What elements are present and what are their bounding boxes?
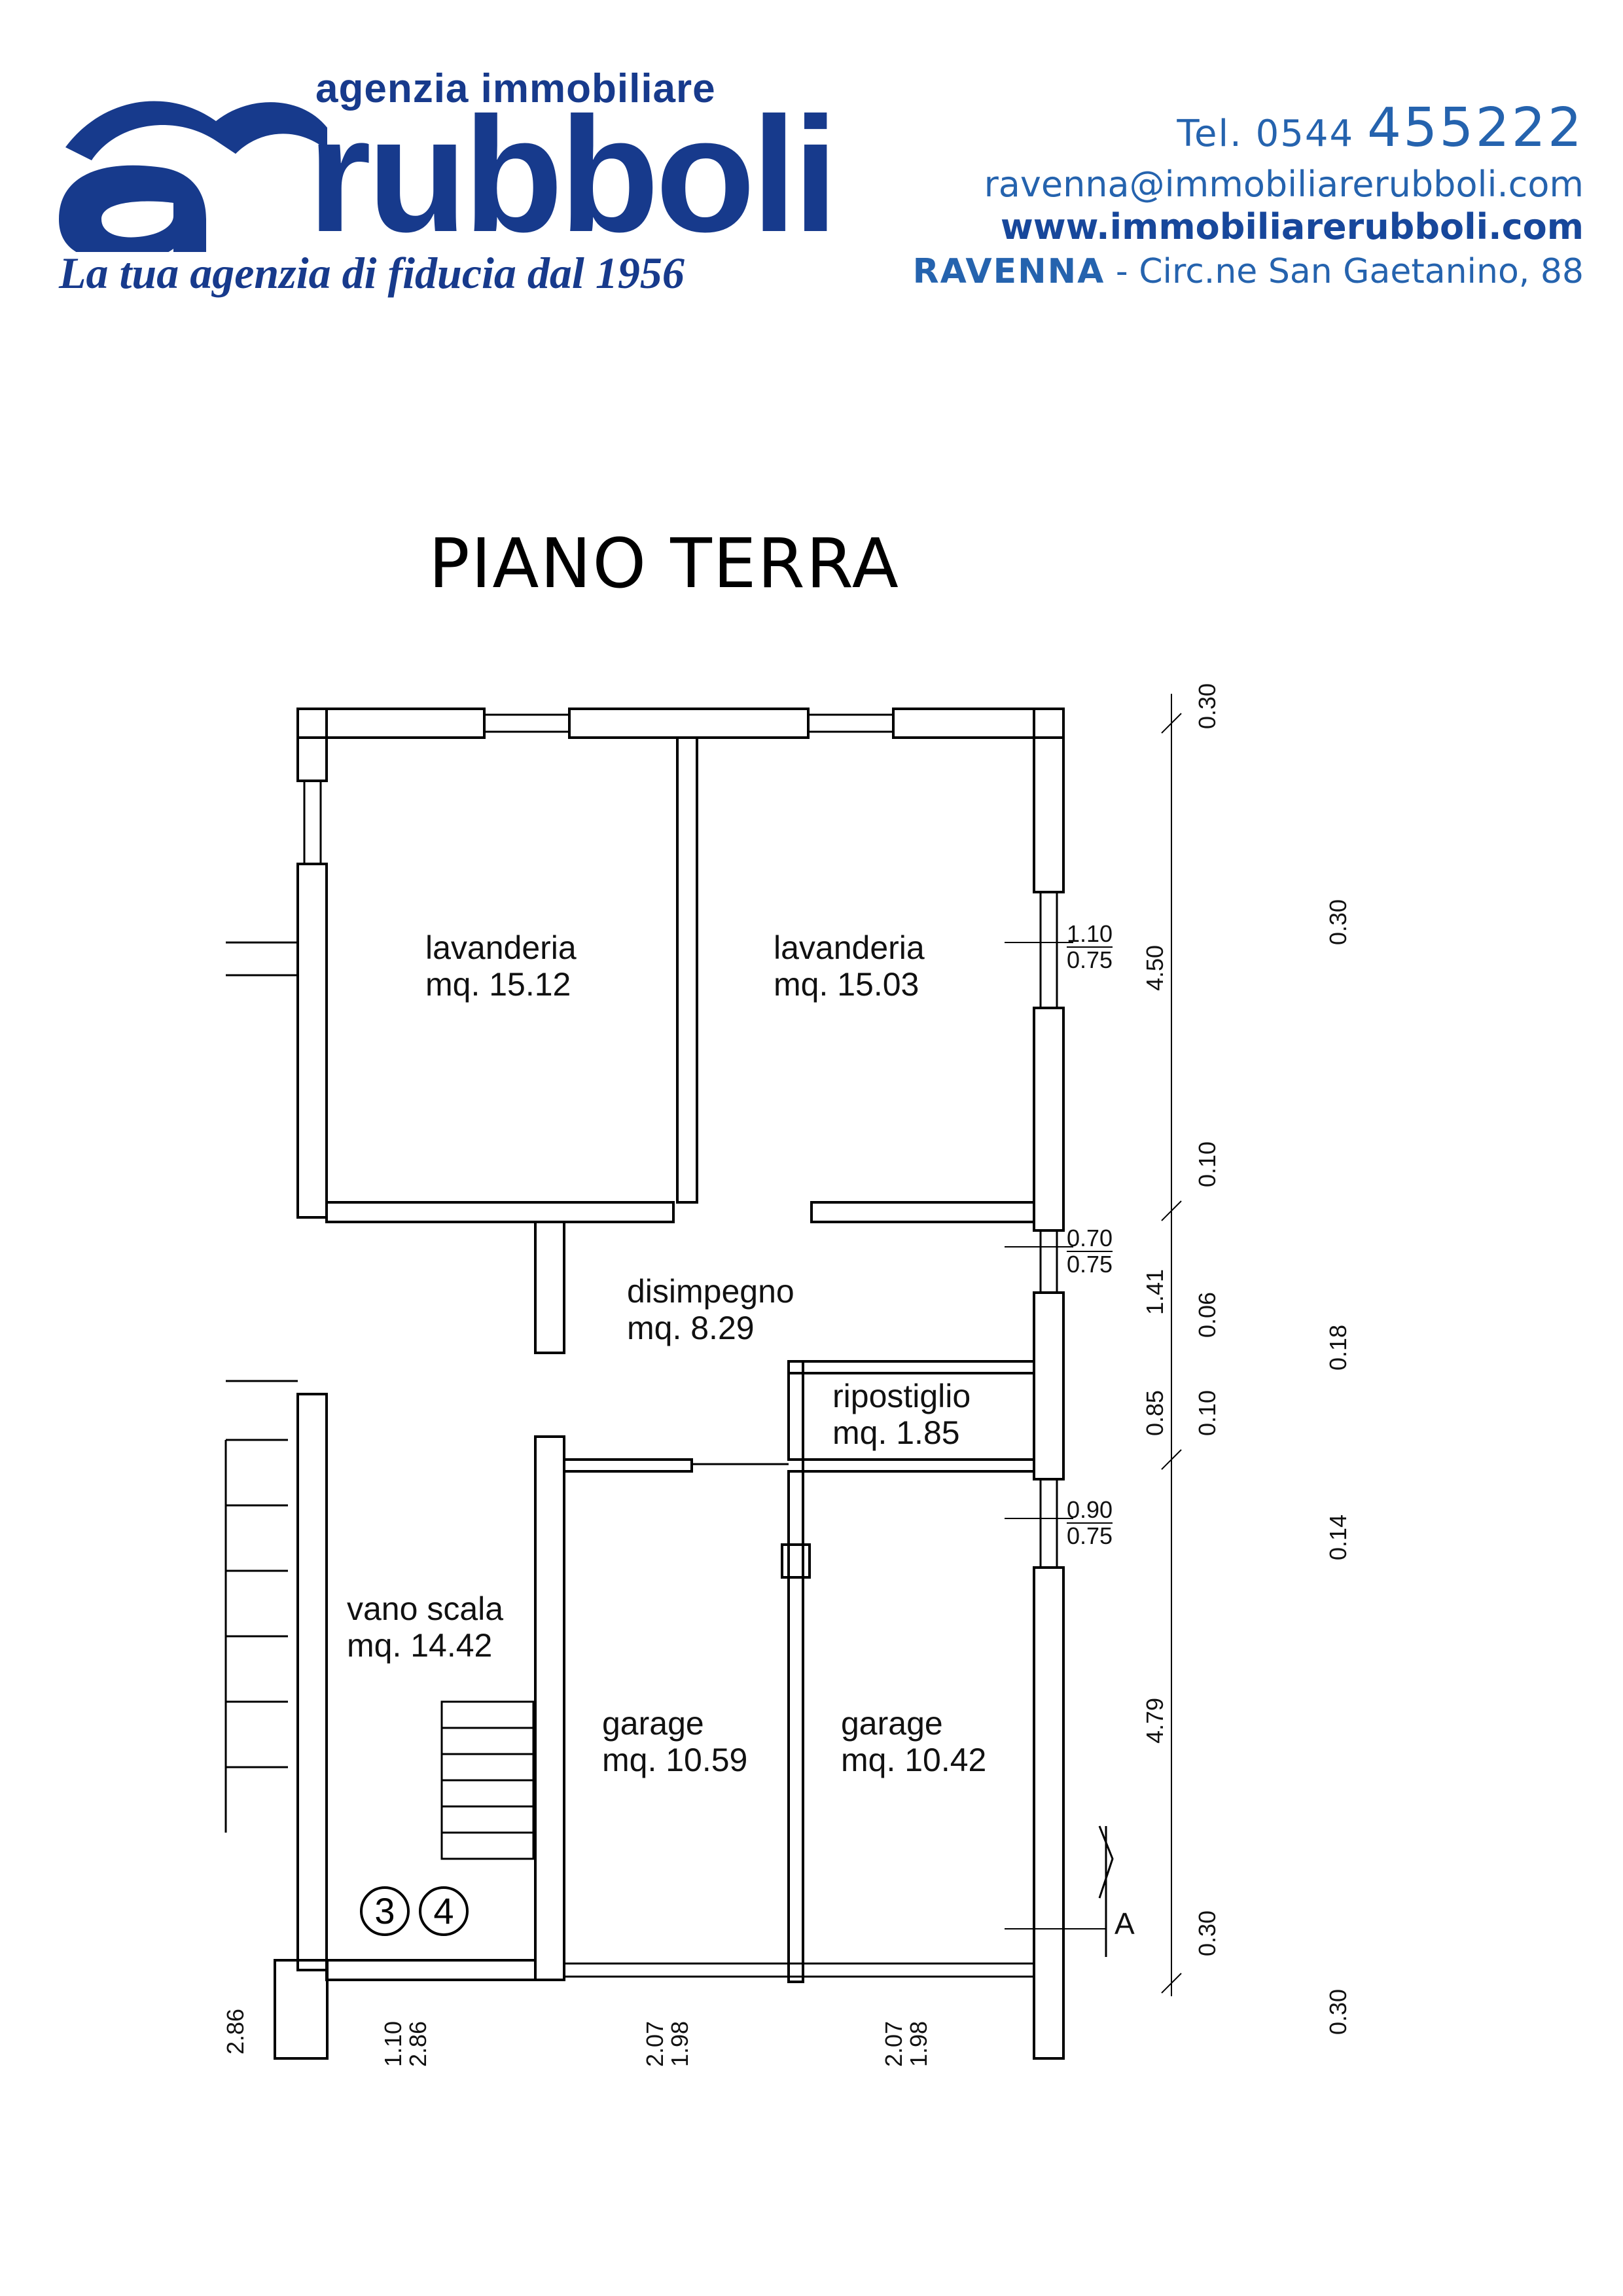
wall-segment [1033, 1291, 1065, 1480]
room-label-lavanderia-1: lavanderia mq. 15.12 [425, 929, 577, 1003]
room-label-ripostiglio: ripostiglio mq. 1.85 [832, 1378, 971, 1451]
dim-outer: 0.30 [1325, 899, 1352, 946]
room-area: mq. 15.03 [774, 966, 919, 1003]
wall-segment [325, 1201, 675, 1223]
plan-walls [274, 708, 1065, 2060]
window-dim: 1.10 0.75 [1067, 922, 1113, 973]
phone-prefix: Tel. 0544 [1177, 113, 1355, 155]
room-name: lavanderia [774, 929, 925, 966]
room-label-garage-2: garage mq. 10.42 [841, 1705, 986, 1778]
brand-name: rubboli [308, 83, 838, 266]
window-dim-width: 0.70 [1067, 1225, 1113, 1252]
window-dim-height: 0.75 [1067, 1251, 1113, 1278]
dimension-lines [1005, 694, 1182, 1996]
room-area: mq. 8.29 [627, 1310, 755, 1346]
dim-inner: 1.41 [1141, 1268, 1169, 1316]
agency-logo-icon [59, 101, 327, 252]
wall-segment [296, 1393, 328, 1971]
room-label-vano-scala: vano scala mq. 14.42 [347, 1590, 503, 1664]
address-city: RAVENNA [912, 252, 1105, 291]
wall-segment [676, 736, 698, 1204]
room-name: ripostiglio [832, 1378, 971, 1414]
dim-mid: 0.30 [1194, 1910, 1221, 1957]
room-label-disimpegno: disimpegno mq. 8.29 [627, 1273, 794, 1346]
room-name: disimpegno [627, 1273, 794, 1310]
room-name: vano scala [347, 1590, 504, 1627]
page-title: PIANO TERRA [429, 524, 900, 603]
bottom-dim-width: 2.07 [880, 2020, 908, 2068]
wall-segment [892, 708, 1065, 739]
window-dim-height: 0.75 [1067, 946, 1113, 973]
wall-segment [534, 1221, 565, 1354]
bottom-dim: 2.07 1.98 [880, 2020, 933, 2068]
stairs-icon [224, 941, 535, 1860]
room-name: garage [841, 1705, 943, 1742]
bottom-dim: 2.07 1.98 [641, 2020, 694, 2068]
room-area: mq. 1.85 [832, 1414, 960, 1451]
wall-segment [296, 708, 328, 782]
window-dim: 0.90 0.75 [1067, 1498, 1113, 1549]
dim-outer: 0.30 [1325, 1988, 1352, 2036]
marker-4: 4 [419, 1886, 469, 1936]
section-arrow-icon [1098, 1825, 1114, 1957]
section-label: A [1115, 1907, 1135, 1941]
wall-segment [1033, 708, 1065, 893]
wall-segment [563, 1458, 693, 1473]
room-name: garage [602, 1705, 704, 1742]
phone-number[interactable]: 455222 [1366, 97, 1584, 159]
agency-header: agenzia immobiliare rubboli La tua agenz… [0, 0, 1623, 314]
contact-website[interactable]: www.immobiliarerubboli.com [1000, 206, 1584, 247]
wall-segment [534, 1435, 565, 1981]
room-area: mq. 14.42 [347, 1627, 493, 1664]
dim-mid: 0.10 [1194, 1141, 1221, 1188]
dim-mid: 0.10 [1194, 1390, 1221, 1437]
bottom-dim-height: 2.86 [404, 2020, 432, 2068]
window-dim-width: 1.10 [1067, 920, 1113, 948]
contact-email[interactable]: ravenna@immobiliarerubboli.com [984, 164, 1584, 205]
dim-inner: 0.85 [1141, 1390, 1169, 1437]
dim-outer: 0.18 [1325, 1324, 1352, 1371]
dim-inner: 4.79 [1141, 1697, 1169, 1744]
wall-segment [787, 1360, 1035, 1374]
dim-outer: 0.14 [1325, 1514, 1352, 1561]
plan-windows [303, 713, 1058, 1978]
room-label-lavanderia-2: lavanderia mq. 15.03 [774, 929, 925, 1003]
dim-mid: 0.30 [1194, 683, 1221, 730]
window-dim-height: 0.75 [1067, 1522, 1113, 1549]
address-street: - Circ.ne San Gaetanino, 88 [1105, 252, 1584, 291]
wall-segment [274, 1959, 329, 2060]
room-area: mq. 15.12 [425, 966, 571, 1003]
dim-inner: 4.50 [1141, 944, 1169, 992]
wall-segment [810, 1201, 1035, 1223]
contact-phone: Tel. 0544 455222 [1177, 97, 1584, 159]
marker-3: 3 [360, 1886, 410, 1936]
wall-segment [1033, 1566, 1065, 2060]
bottom-dim-width: 2.07 [641, 2020, 669, 2068]
window-dim: 0.70 0.75 [1067, 1226, 1113, 1277]
wall-segment [296, 863, 328, 1219]
bottom-partial-dim: 2.86 [222, 2008, 249, 2055]
wall-segment [787, 1360, 804, 1461]
room-area: mq. 10.59 [602, 1742, 748, 1778]
wall-segment [568, 708, 810, 739]
wall-segment [325, 1959, 537, 1981]
wall-segment [1033, 1007, 1065, 1232]
bottom-dim-height: 1.98 [666, 2020, 694, 2068]
room-label-garage-1: garage mq. 10.59 [602, 1705, 747, 1778]
agency-name: agenzia immobiliare [315, 66, 716, 111]
bottom-dim-height: 1.98 [905, 2020, 933, 2068]
wall-segment [781, 1543, 811, 1579]
dim-mid: 0.06 [1194, 1291, 1221, 1338]
room-name: lavanderia [425, 929, 577, 966]
contact-address: RAVENNA - Circ.ne San Gaetanino, 88 [913, 252, 1584, 291]
bottom-dim-width: 1.10 [380, 2020, 407, 2068]
bottom-dim: 1.10 2.86 [380, 2020, 432, 2068]
wall-segment [787, 1470, 804, 1983]
room-area: mq. 10.42 [841, 1742, 987, 1778]
window-dim-width: 0.90 [1067, 1496, 1113, 1524]
wall-segment [802, 1458, 1035, 1473]
agency-tagline: La tua agenzia di fiducia dal 1956 [59, 248, 685, 298]
